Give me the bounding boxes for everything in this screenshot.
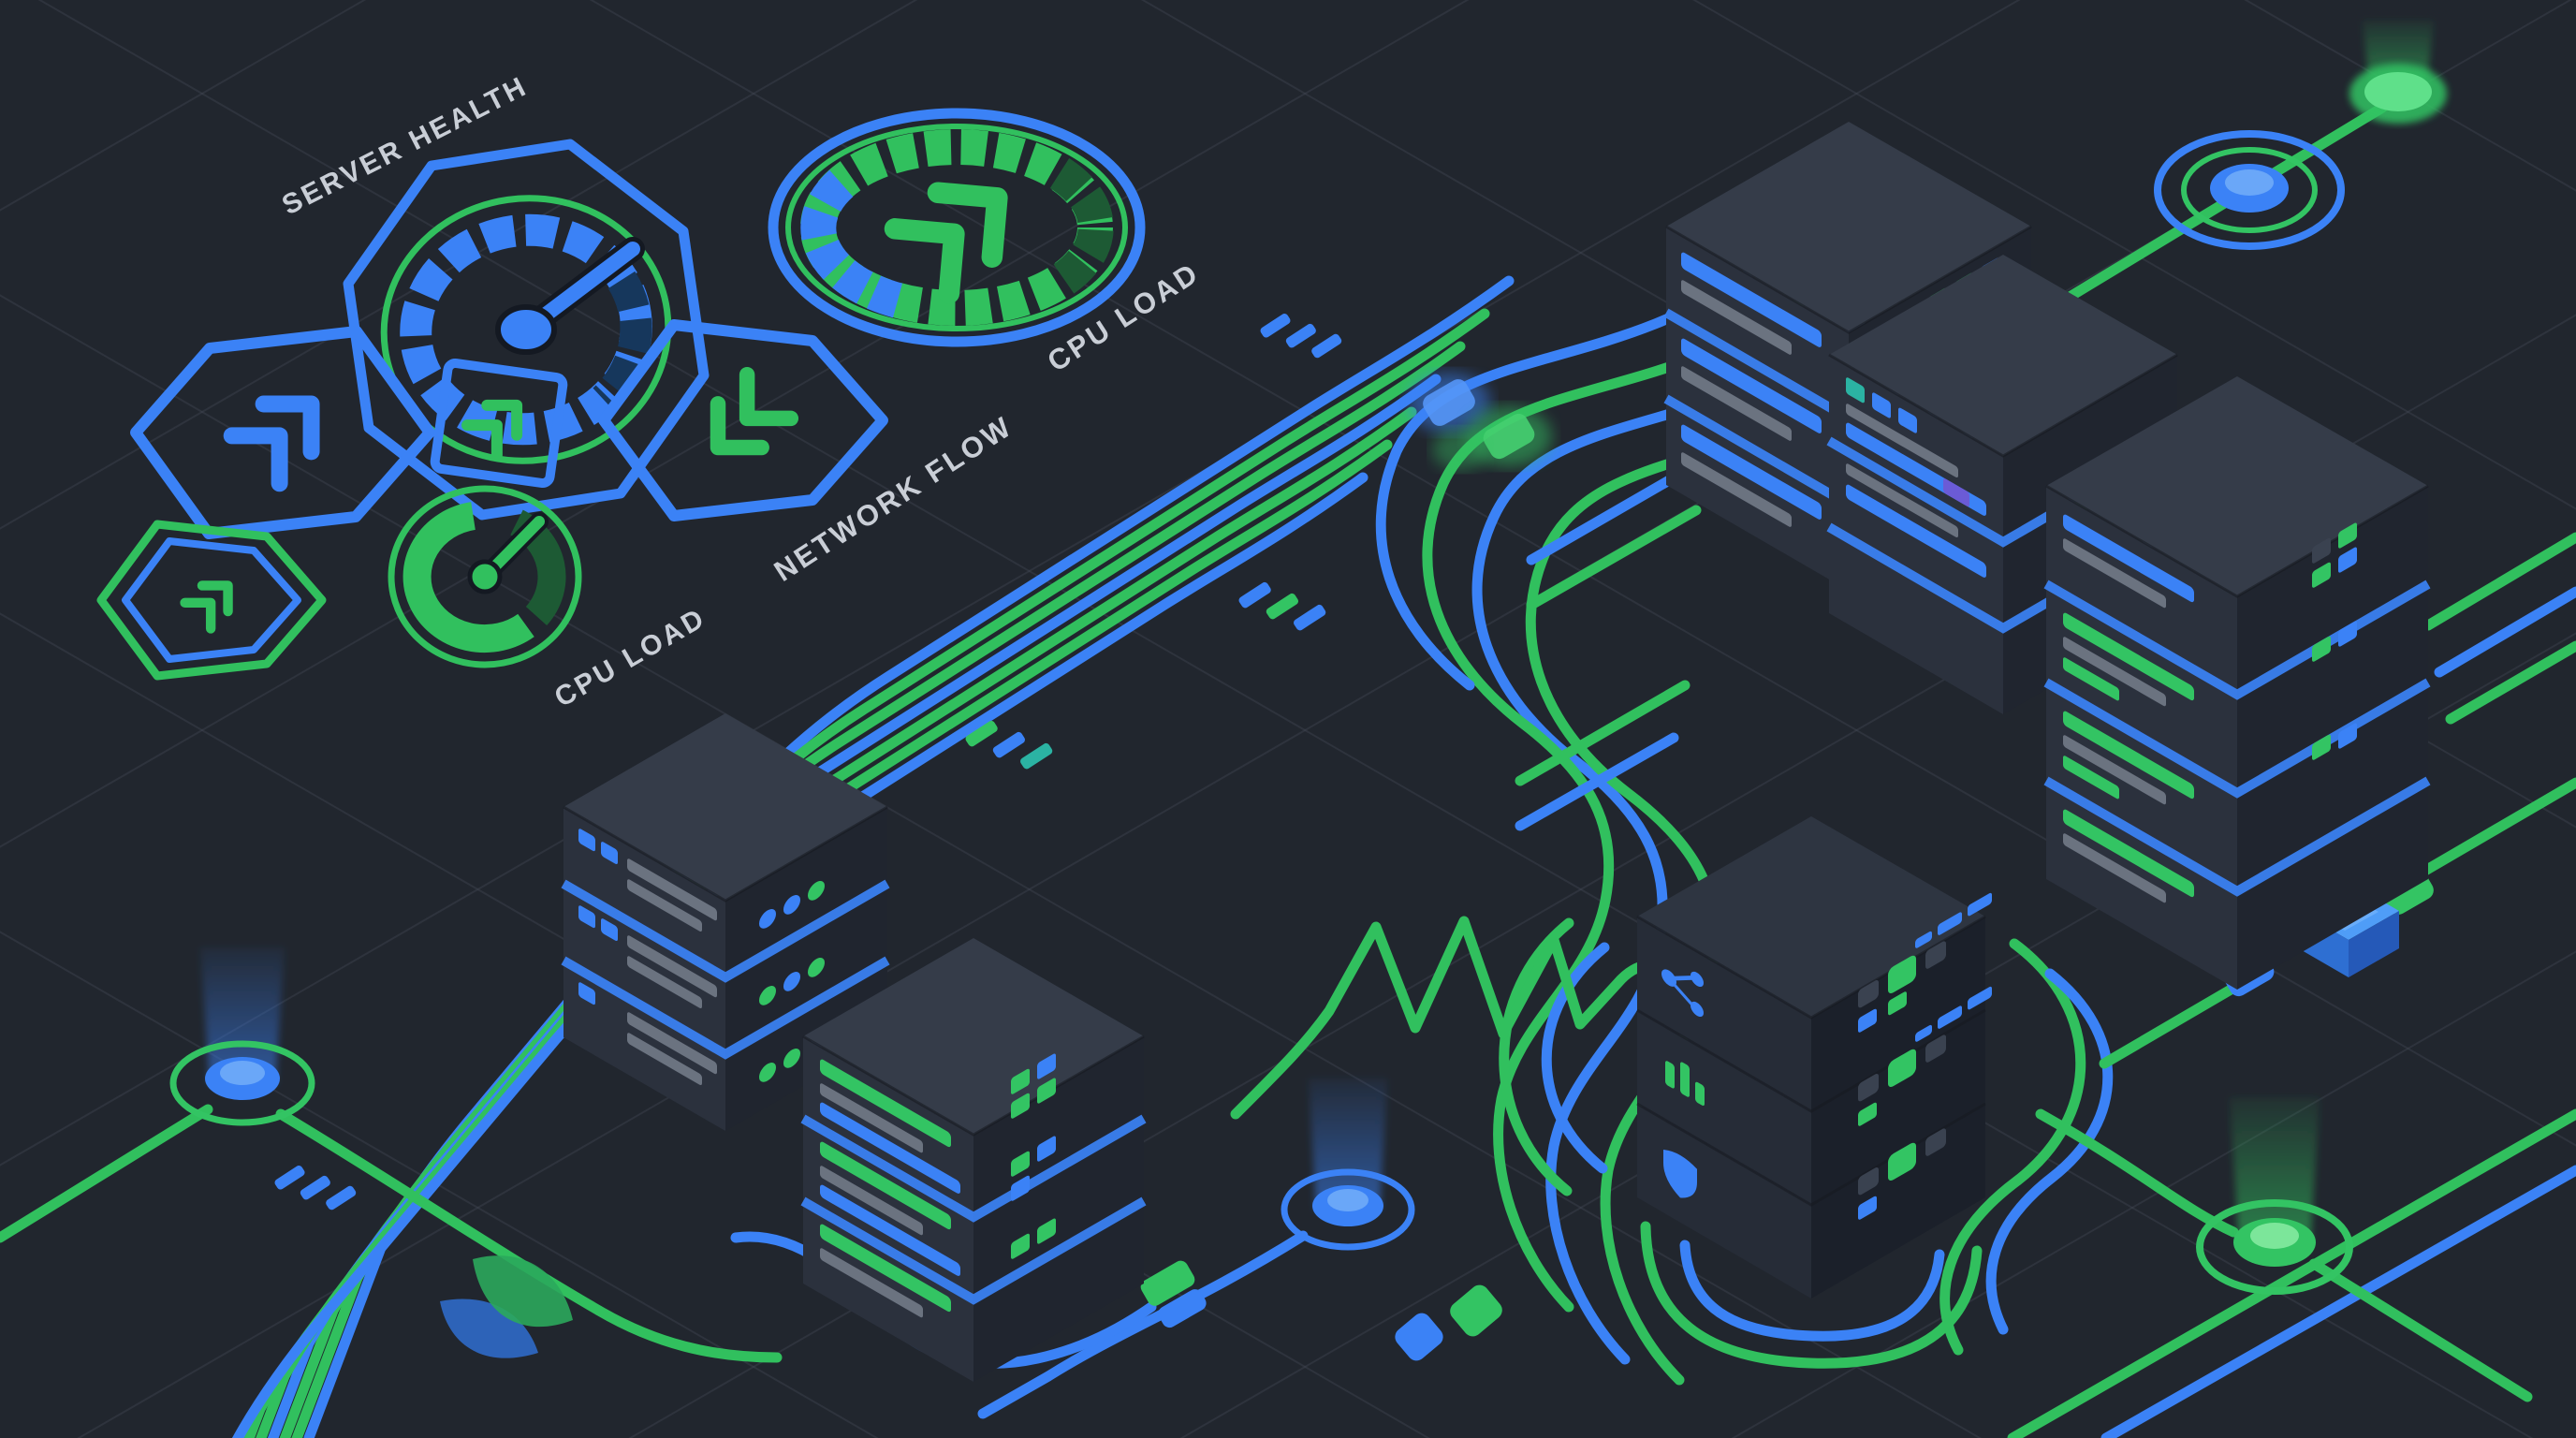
server-stack-left-front (800, 938, 1147, 1382)
octagon-frame (343, 139, 710, 521)
green-segments (800, 129, 1113, 326)
dash-trio-2 (1238, 581, 1326, 631)
beam-node-bottom-right (2196, 1097, 2353, 1295)
leaf-decoration (440, 1255, 573, 1358)
diamond-marker-blue (1395, 1313, 1443, 1361)
cpu-load-gauge-top (768, 108, 1146, 347)
server-stack-top-right (2043, 376, 2431, 990)
beam-node-left (169, 947, 315, 1126)
right-edge-lines (2422, 532, 2576, 725)
connector-small-bottom (1140, 1260, 1207, 1328)
dim-segments (1049, 157, 1114, 298)
blue-frame-ring (768, 108, 1146, 347)
blue-segments (800, 168, 903, 318)
ring-node-top-right (2154, 130, 2345, 250)
bright-arc (402, 502, 534, 653)
needle-hub (467, 559, 503, 594)
hex-badge-large-blue (130, 326, 435, 539)
green-connector-icon (1140, 1260, 1195, 1306)
dash-trio-3 (1260, 314, 1342, 359)
beam-node-top-right (2349, 21, 2447, 124)
needle-hub (495, 304, 557, 355)
middle-stack-traces (1499, 917, 2114, 1369)
tick-ring (400, 213, 652, 446)
light-beam-icon (200, 947, 285, 1084)
module-right-face (2349, 911, 2399, 977)
cpu-load-gauge-bottom (388, 485, 582, 668)
outer-ring (388, 485, 582, 668)
shield-icon (1663, 1150, 1697, 1198)
hex-badge-large-green-chevron (598, 319, 888, 521)
diamond-marker-green (1450, 1284, 1502, 1337)
server-stack-left-back (561, 713, 890, 1131)
blue-connector-icon (1158, 1289, 1207, 1328)
glow-blobs (1408, 373, 1552, 470)
green-ring (380, 195, 672, 464)
outer-hexagon-frame (96, 520, 327, 681)
storage-bars-icon (1665, 1061, 1705, 1106)
beam-node-center (1281, 1078, 1415, 1251)
hex-badge-small (96, 520, 327, 681)
hexagon-frame (130, 326, 435, 539)
inner-hexagon-frame (122, 537, 301, 663)
hexagon-frame (598, 319, 888, 521)
dash-trio-4 (274, 1166, 357, 1211)
dim-segments (593, 271, 652, 412)
green-ring (785, 124, 1128, 331)
light-beam-icon (2230, 1097, 2320, 1247)
server-health-gauge (343, 139, 710, 521)
server-stack-middle (1636, 816, 1992, 1299)
square-badge (430, 358, 568, 489)
dash-trio-1 (965, 720, 1053, 770)
